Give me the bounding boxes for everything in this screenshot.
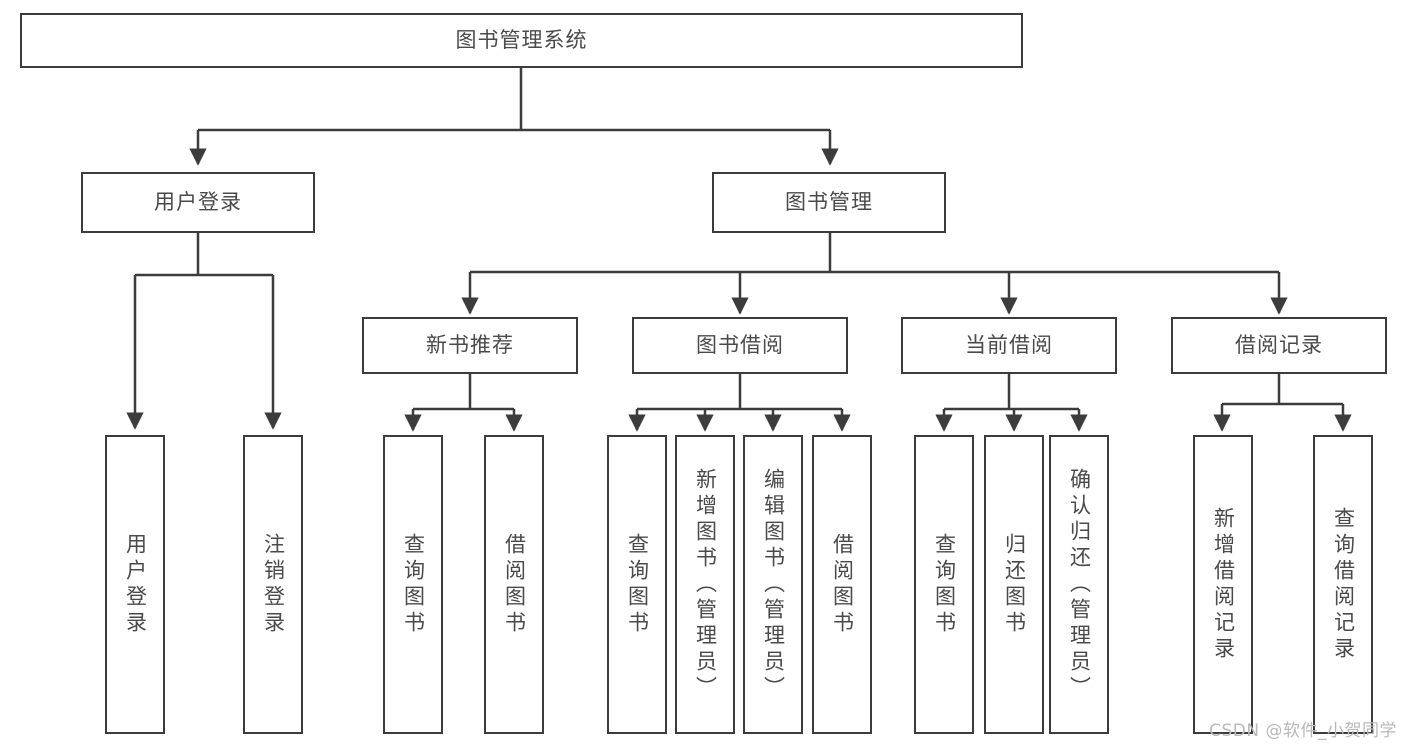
node-new-book-recommend[interactable]: 新书推荐 [362,317,578,374]
leaf-new-book-borrow[interactable]: 借阅图书 [484,435,544,734]
leaf-book-borrow-query-label: 查询图书 [625,532,650,637]
node-book-management[interactable]: 图书管理 [712,172,946,233]
leaf-book-borrow-edit-label: 编辑图书（管理员） [761,467,786,702]
leaf-new-book-query[interactable]: 查询图书 [383,435,443,734]
leaf-borrow-records-add[interactable]: 新增借阅记录 [1193,435,1253,734]
node-book-management-label: 图书管理 [785,190,873,215]
node-book-borrow[interactable]: 图书借阅 [632,317,848,374]
leaf-new-book-query-label: 查询图书 [401,532,426,637]
leaf-user-login-logout[interactable]: 注销登录 [243,435,303,734]
leaf-current-borrow-return-label: 归还图书 [1002,532,1027,637]
node-book-borrow-label: 图书借阅 [696,333,784,358]
leaf-new-book-borrow-label: 借阅图书 [502,532,527,637]
leaf-borrow-records-query[interactable]: 查询借阅记录 [1313,435,1373,734]
node-new-book-recommend-label: 新书推荐 [426,333,514,358]
node-borrow-records[interactable]: 借阅记录 [1171,317,1387,374]
leaf-book-borrow-edit[interactable]: 编辑图书（管理员） [743,435,803,734]
leaf-current-borrow-query-label: 查询图书 [932,532,957,637]
leaf-current-borrow-confirm[interactable]: 确认归还（管理员） [1049,435,1109,734]
watermark: CSDN @软件_小贺同学 [1209,721,1397,741]
leaf-book-borrow-borrow[interactable]: 借阅图书 [812,435,872,734]
leaf-book-borrow-add[interactable]: 新增图书（管理员） [675,435,735,734]
leaf-book-borrow-borrow-label: 借阅图书 [830,532,855,637]
node-current-borrow-label: 当前借阅 [965,333,1053,358]
leaf-current-borrow-return[interactable]: 归还图书 [984,435,1044,734]
leaf-book-borrow-query[interactable]: 查询图书 [607,435,667,734]
leaf-current-borrow-confirm-label: 确认归还（管理员） [1067,467,1092,702]
leaf-user-login-logout-label: 注销登录 [261,532,286,637]
node-root-label: 图书管理系统 [455,28,588,53]
leaf-current-borrow-query[interactable]: 查询图书 [914,435,974,734]
leaf-borrow-records-query-label: 查询借阅记录 [1331,506,1356,663]
node-borrow-records-label: 借阅记录 [1235,333,1323,358]
leaf-borrow-records-add-label: 新增借阅记录 [1211,506,1236,663]
node-user-login[interactable]: 用户登录 [81,172,315,233]
node-root[interactable]: 图书管理系统 [20,13,1023,68]
leaf-book-borrow-add-label: 新增图书（管理员） [693,467,718,702]
leaf-user-login-login-label: 用户登录 [123,532,148,637]
leaf-user-login-login[interactable]: 用户登录 [105,435,165,734]
node-user-login-label: 用户登录 [154,190,242,215]
node-current-borrow[interactable]: 当前借阅 [901,317,1117,374]
